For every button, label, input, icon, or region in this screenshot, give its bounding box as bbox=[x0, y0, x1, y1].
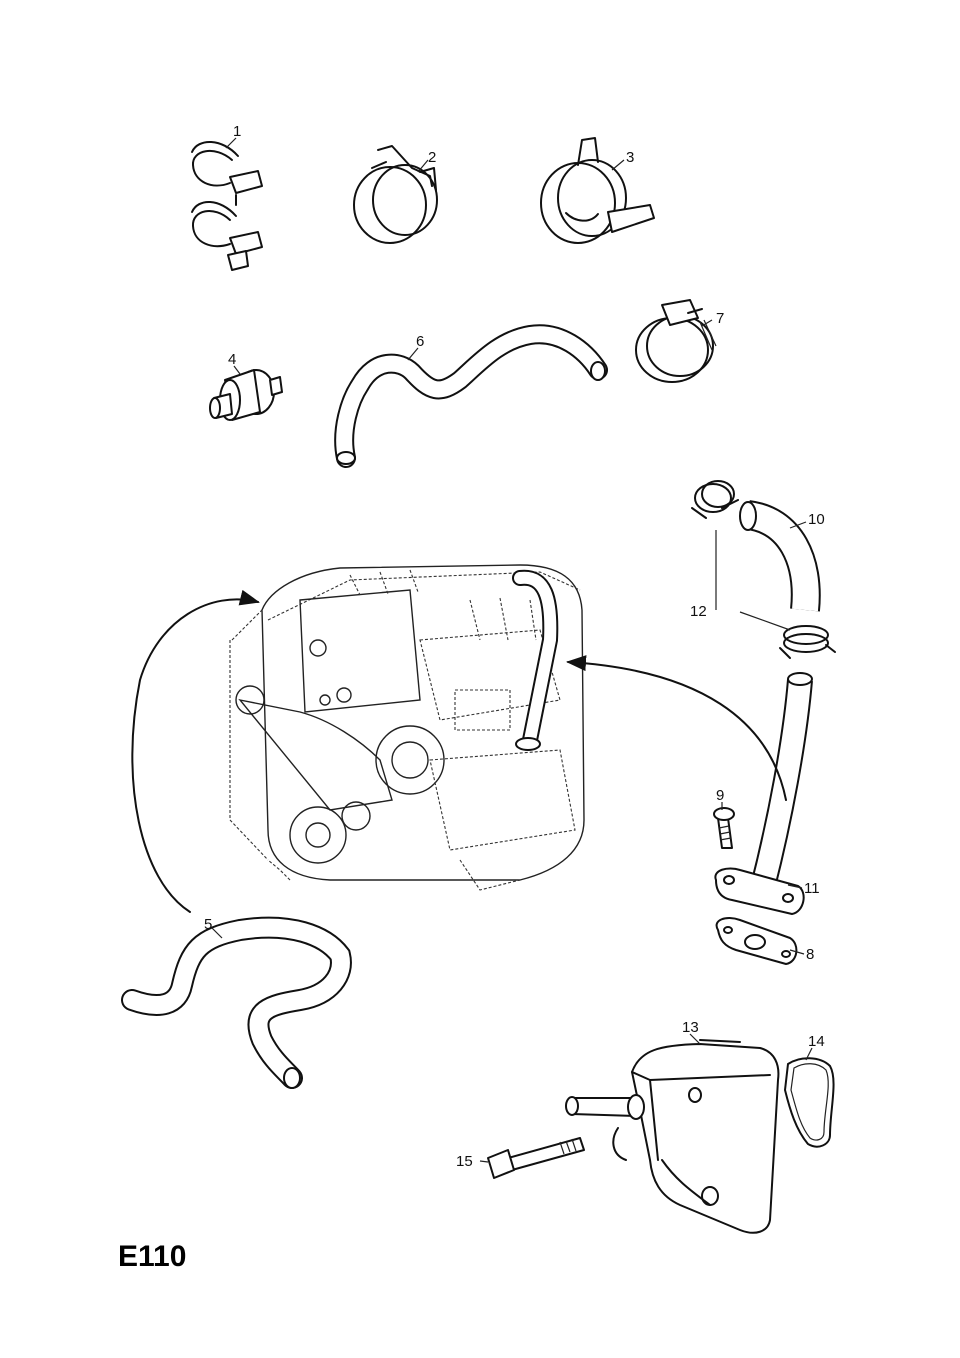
part-7-worm-clamp bbox=[635, 299, 717, 383]
callout-11: 11 bbox=[804, 880, 820, 897]
callout-4: 4 bbox=[228, 351, 236, 368]
callout-14: 14 bbox=[808, 1033, 825, 1050]
callout-2: 2 bbox=[428, 149, 436, 166]
part-14-gasket bbox=[784, 1057, 835, 1148]
page-code: E110 bbox=[118, 1240, 186, 1273]
callout-7: 7 bbox=[716, 310, 724, 327]
part-9-bolt bbox=[713, 807, 735, 849]
leader-lines bbox=[211, 137, 813, 1163]
callout-12: 12 bbox=[690, 603, 707, 620]
part-15-long-bolt bbox=[487, 1137, 585, 1179]
part-12-clamp-upper bbox=[691, 480, 739, 519]
housing-pipe bbox=[565, 1094, 645, 1120]
part-1-double-clip bbox=[191, 141, 263, 271]
callout-5: 5 bbox=[204, 916, 212, 933]
arrow-to-engine-right bbox=[566, 655, 787, 801]
part-5-hose bbox=[121, 916, 352, 1089]
callout-1: 1 bbox=[233, 123, 241, 140]
part-11-pipe-flange bbox=[714, 672, 813, 915]
part-4-restrictor bbox=[209, 369, 283, 421]
part-2-band-clamp bbox=[353, 145, 438, 244]
engine-assembly bbox=[229, 564, 585, 891]
part-10-hose-bend bbox=[739, 500, 821, 612]
callout-8: 8 bbox=[806, 946, 814, 963]
part-3-spring-clamp bbox=[540, 137, 655, 244]
callout-13: 13 bbox=[682, 1019, 699, 1036]
part-13-housing bbox=[612, 1039, 780, 1234]
callout-15: 15 bbox=[456, 1153, 473, 1170]
arrow-to-engine-left bbox=[131, 589, 260, 913]
callout-6: 6 bbox=[416, 333, 424, 350]
part-12-clamp-lower bbox=[779, 625, 836, 659]
callout-9: 9 bbox=[716, 787, 724, 804]
part-6-breather-hose bbox=[334, 324, 608, 468]
part-8-gasket bbox=[715, 917, 798, 965]
callout-3: 3 bbox=[626, 149, 634, 166]
callout-10: 10 bbox=[808, 511, 825, 528]
